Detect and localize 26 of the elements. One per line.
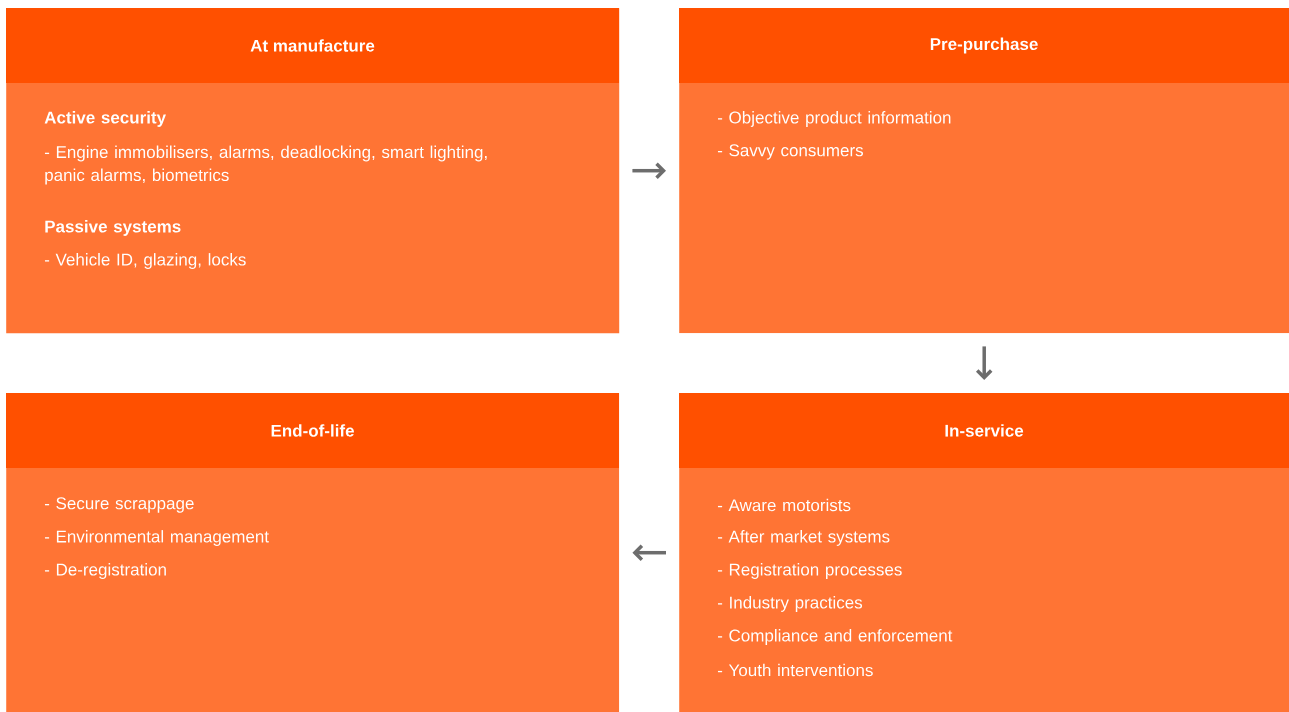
list-item: - Registration processes: [717, 563, 902, 579]
list-item: - Secure scrappage: [44, 497, 194, 513]
list-item: - After market systems: [717, 530, 890, 546]
list-item: - Youth interventions: [717, 663, 873, 677]
list-item: - Vehicle ID, glazing, locks: [44, 253, 246, 269]
subheading: Active security: [44, 111, 166, 127]
card: [6, 8, 620, 334]
list-item: - De-registration: [44, 563, 166, 579]
card-heading: Pre-purchase: [930, 37, 1038, 54]
list-item: - Aware motorists: [717, 498, 851, 512]
card: [679, 393, 1289, 712]
card-heading: In-service: [945, 424, 1024, 437]
list-item: - Engine immobilisers, alarms, deadlocking, smart lighting, panic alarms, biometrics: [44, 145, 487, 185]
card-heading: At manufacture: [250, 39, 375, 52]
list-item: - Objective product information: [717, 111, 951, 127]
card-heading: End-of-life: [271, 424, 354, 437]
card: [6, 393, 620, 712]
list-item: - Industry practices: [717, 596, 863, 612]
arrow: [976, 346, 993, 380]
card: [679, 8, 1289, 334]
arrow: [632, 162, 666, 179]
list-item: - Environmental management: [44, 530, 269, 546]
list-item: - Compliance and enforcement: [717, 629, 953, 645]
subheading: Passive systems: [45, 220, 181, 236]
list-item: - Savvy consumers: [717, 144, 863, 160]
arrow: [632, 544, 666, 561]
